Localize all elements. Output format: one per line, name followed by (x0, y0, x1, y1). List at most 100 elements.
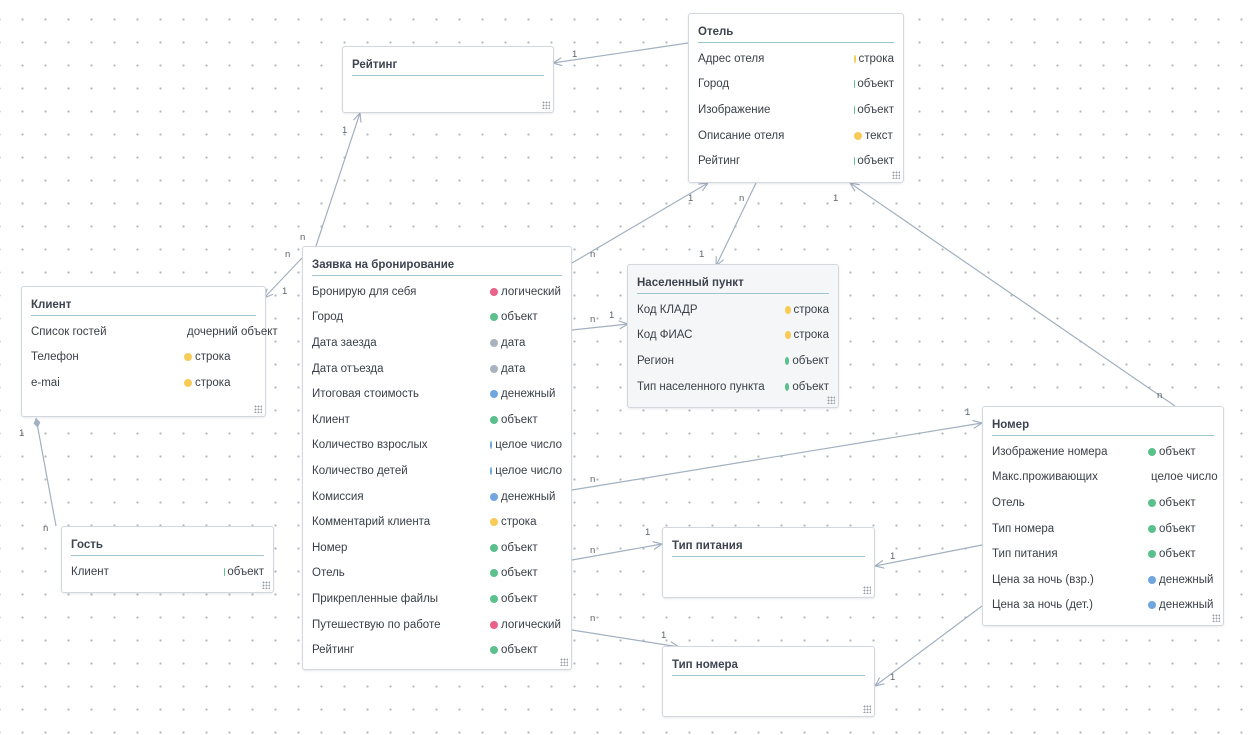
entity-tipnomera[interactable]: Тип номера (662, 646, 875, 717)
field-type: логический (490, 286, 562, 298)
field-name: Описание отеля (698, 129, 785, 142)
field-type: объект (224, 566, 264, 578)
field-name: Итоговая стоимость (312, 388, 419, 401)
field-type-label: целое число (1151, 471, 1218, 484)
field-row[interactable]: Цена за ночь (дет.)денежный (992, 593, 1214, 619)
field-list (672, 676, 865, 679)
field-name: Город (312, 311, 344, 324)
relation-nomer-otel[interactable] (850, 183, 1176, 407)
resize-grip-icon[interactable] (892, 171, 900, 179)
field-type: объект (1148, 523, 1214, 535)
cardinality-from-label: n (300, 232, 306, 243)
cardinality-from-label: 1 (19, 428, 25, 439)
relation-zayavka-punkt[interactable] (571, 324, 628, 331)
type-dot-icon (785, 331, 791, 340)
entity-reiting[interactable]: Рейтинг (342, 46, 554, 113)
relation-zayavka-pitanie[interactable] (571, 544, 662, 561)
field-row[interactable]: Клиент объект (312, 407, 562, 433)
resize-grip-icon[interactable] (863, 586, 871, 594)
relation-klient-gost[interactable] (35, 417, 57, 527)
field-row[interactable]: Цена за ночь (взр.)денежный (992, 567, 1214, 593)
cardinality-to-label: 1 (833, 193, 839, 204)
cardinality-from-label: n (590, 474, 596, 485)
field-name: Прикрепленные файлы (312, 592, 439, 605)
resize-grip-icon[interactable] (262, 581, 270, 589)
composition-diamond-icon (33, 418, 41, 428)
cardinality-to-label: 1 (890, 672, 896, 683)
field-type-label: целое число (495, 464, 562, 477)
field-name: Клиент (312, 413, 350, 426)
type-dot-icon (490, 492, 498, 501)
field-name: Комментарий клиента (312, 516, 431, 529)
type-dot-icon (1148, 524, 1156, 533)
field-type-label: объект (1159, 445, 1196, 458)
field-type-label: объект (501, 413, 538, 426)
resize-grip-icon[interactable] (863, 705, 871, 713)
field-type: объект (1148, 446, 1214, 458)
field-type-label: объект (1159, 548, 1196, 561)
relation-zayavka-nomer[interactable] (571, 423, 982, 491)
relation-otel-punkt[interactable] (716, 182, 757, 266)
field-type-label: логический (501, 618, 561, 631)
resize-grip-icon[interactable] (254, 405, 262, 413)
field-name: Список гостей (31, 325, 107, 338)
type-dot-icon (785, 382, 790, 391)
resize-grip-icon[interactable] (827, 396, 835, 404)
field-name: Код ФИАС (637, 329, 693, 342)
field-type-label: объект (501, 644, 538, 657)
field-type: объект (785, 355, 829, 367)
type-dot-icon (490, 313, 498, 322)
resize-grip-icon[interactable] (1212, 614, 1220, 622)
resize-grip-icon[interactable] (560, 658, 568, 666)
field-name: Рейтинг (698, 155, 741, 168)
field-type: объект (854, 104, 894, 116)
resize-grip-icon[interactable] (542, 101, 550, 109)
field-type-label: логический (501, 285, 561, 298)
relation-zayavka-reiting[interactable] (315, 113, 360, 247)
entity-pitanie[interactable]: Тип питания (662, 527, 875, 598)
entity-title: Заявка на бронирование (312, 247, 562, 276)
field-type-label: денежный (1159, 573, 1214, 586)
cardinality-from-label: n (590, 545, 596, 556)
